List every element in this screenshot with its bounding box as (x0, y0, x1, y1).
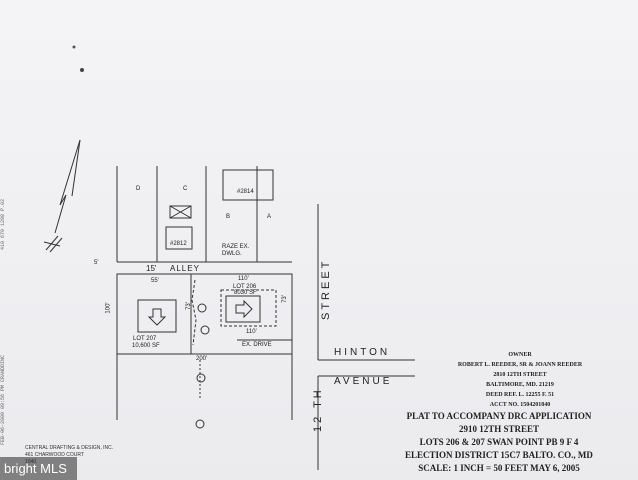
paper-speck (80, 68, 84, 72)
owner-account: ACCT NO. 1504201840 (489, 402, 551, 408)
street-label: STREET (320, 258, 332, 320)
plat-line-3: LOTS 206 & 207 SWAN POINT PB 9 F 4 (419, 437, 579, 447)
north-arrow (43, 139, 81, 253)
dimension-110-bottom: 110' (246, 329, 257, 335)
owner-heading: OWNER (508, 352, 532, 358)
lot-label-b: B (226, 214, 231, 220)
watermark-logo: bright MLS (0, 457, 77, 480)
lot-206-house (225, 295, 261, 323)
lot-boundary (116, 273, 293, 355)
dimension-200: 200' (196, 356, 208, 362)
hinton-label: HINTON (334, 347, 391, 358)
existing-dwelling-outline (220, 289, 277, 327)
house-number-2814: #2814 (237, 189, 254, 195)
dimension-100: 100' (105, 302, 112, 314)
dimension-110-top: 110' (238, 276, 249, 282)
house-number-2812: #2812 (170, 241, 187, 247)
lot-207-area: 10,600 SF (132, 343, 160, 349)
owner-names: ROBERT L. REEDER, SR & JOANN REEDER (457, 362, 583, 368)
lot-label-d: D (136, 186, 141, 192)
lot-207-house (137, 299, 177, 333)
alley-label: ALLEY (170, 264, 200, 273)
paper-speck (72, 45, 76, 49)
lot-207-label: LOT 207 (133, 336, 157, 342)
watermark-text: bright MLS (4, 461, 67, 476)
dimension-73-right: 73' (281, 295, 288, 303)
dimension-73-left: 73' (185, 302, 192, 310)
plat-line-5: SCALE: 1 INCH = 50 FEET MAY 6, 2005 (418, 463, 580, 473)
owner-address-2: BALTIMORE, MD. 21219 (486, 382, 554, 388)
lot-206-area: 8030 SF (234, 290, 257, 296)
house-2814-outline (222, 169, 274, 201)
plat-line-4: ELECTION DISTRICT 15C7 BALTO. CO., MD (405, 450, 593, 460)
plat-line-1: PLAT TO ACCOMPANY DRC APPLICATION (406, 411, 592, 421)
lot-label-a: A (267, 214, 272, 220)
shed-outline (169, 205, 192, 219)
dimension-55: 55' (151, 278, 159, 284)
plat-line-2: 2910 12TH STREET (458, 424, 540, 434)
lot-label-c: C (183, 186, 188, 192)
alley-width: 15' (146, 264, 157, 273)
twelfth-label: 12 TH (312, 387, 324, 432)
lot-206-label: LOT 206 (233, 284, 257, 290)
owner-deed: DEED REF. L. 12255 F. 51 (485, 392, 555, 398)
ex-drive-label: EX. DRIVE (242, 342, 272, 348)
drafting-line-2: 461 CHARWOOD COURT (25, 452, 84, 458)
owner-address-1: 2810 12TH STREET (493, 372, 547, 378)
raze-note: RAZE EX. DWLG. (222, 244, 250, 257)
owner-info-block: OWNER ROBERT L. REEDER, SR & JOANN REEDE… (428, 350, 612, 410)
house-2812-outline (165, 226, 193, 250)
drafting-line-1: CENTRAL DRAFTING & DESIGN, INC. (25, 445, 114, 451)
alley-offset: 5' (94, 260, 99, 266)
plat-title-block: PLAT TO ACCOMPANY DRC APPLICATION 2910 1… (370, 410, 628, 475)
avenue-label: AVENUE (334, 376, 393, 387)
